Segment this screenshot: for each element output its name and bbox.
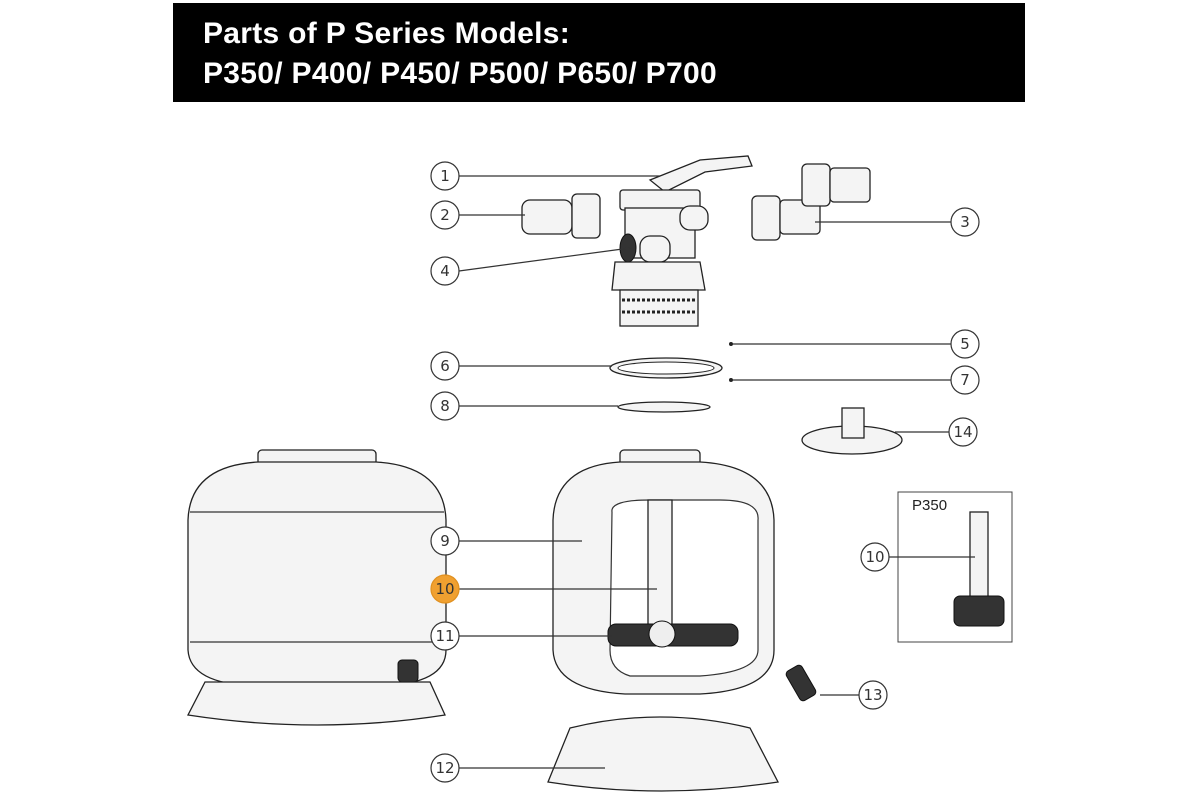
svg-text:10: 10 <box>865 548 884 566</box>
callout-12: 12 <box>430 753 460 783</box>
tank-base <box>547 716 779 792</box>
svg-text:4: 4 <box>440 262 450 280</box>
callout-4: 4 <box>430 256 460 286</box>
svg-text:6: 6 <box>440 357 450 375</box>
callout-5: 5 <box>950 329 980 359</box>
callout-9: 9 <box>430 526 460 556</box>
leader-lines <box>458 175 975 769</box>
callout-10-inset: 10 <box>860 542 890 572</box>
svg-text:8: 8 <box>440 397 450 415</box>
inset-label: P350 <box>912 497 948 514</box>
callout-3: 3 <box>950 207 980 237</box>
svg-text:13: 13 <box>863 686 882 704</box>
drain-plug <box>785 664 817 702</box>
svg-text:10: 10 <box>435 580 454 598</box>
svg-text:2: 2 <box>440 206 450 224</box>
svg-text:5: 5 <box>960 335 970 353</box>
callout-1: 1 <box>430 161 460 191</box>
svg-text:11: 11 <box>435 627 454 645</box>
svg-text:3: 3 <box>960 213 970 231</box>
svg-text:1: 1 <box>440 167 450 185</box>
svg-text:7: 7 <box>960 371 970 389</box>
filter-tank-exterior <box>187 449 447 726</box>
callout-8: 8 <box>430 391 460 421</box>
svg-text:9: 9 <box>440 532 450 550</box>
p350-inset-box <box>897 491 1013 643</box>
o-ring <box>617 401 711 413</box>
svg-text:12: 12 <box>435 759 454 777</box>
callout-10-highlighted: 10 <box>430 574 460 604</box>
callout-11: 11 <box>430 621 460 651</box>
callout-2: 2 <box>430 200 460 230</box>
filter-tank-cutaway <box>552 449 775 695</box>
title-line-1: Parts of P Series Models: <box>203 17 571 50</box>
callout-14: 14 <box>948 417 978 447</box>
multiport-valve <box>611 155 753 327</box>
svg-text:14: 14 <box>953 423 972 441</box>
diffuser <box>801 407 903 455</box>
clamp <box>609 342 733 382</box>
title-banner: Parts of P Series Models: P350/ P400/ P4… <box>173 3 1025 102</box>
title-line-2: P350/ P400/ P450/ P500/ P650/ P700 <box>203 57 717 90</box>
callout-6: 6 <box>430 351 460 381</box>
callout-7: 7 <box>950 365 980 395</box>
callout-13: 13 <box>858 680 888 710</box>
union-connector-left <box>521 193 601 239</box>
union-connector-right <box>751 163 871 241</box>
p350-lateral-assembly <box>953 511 1005 627</box>
